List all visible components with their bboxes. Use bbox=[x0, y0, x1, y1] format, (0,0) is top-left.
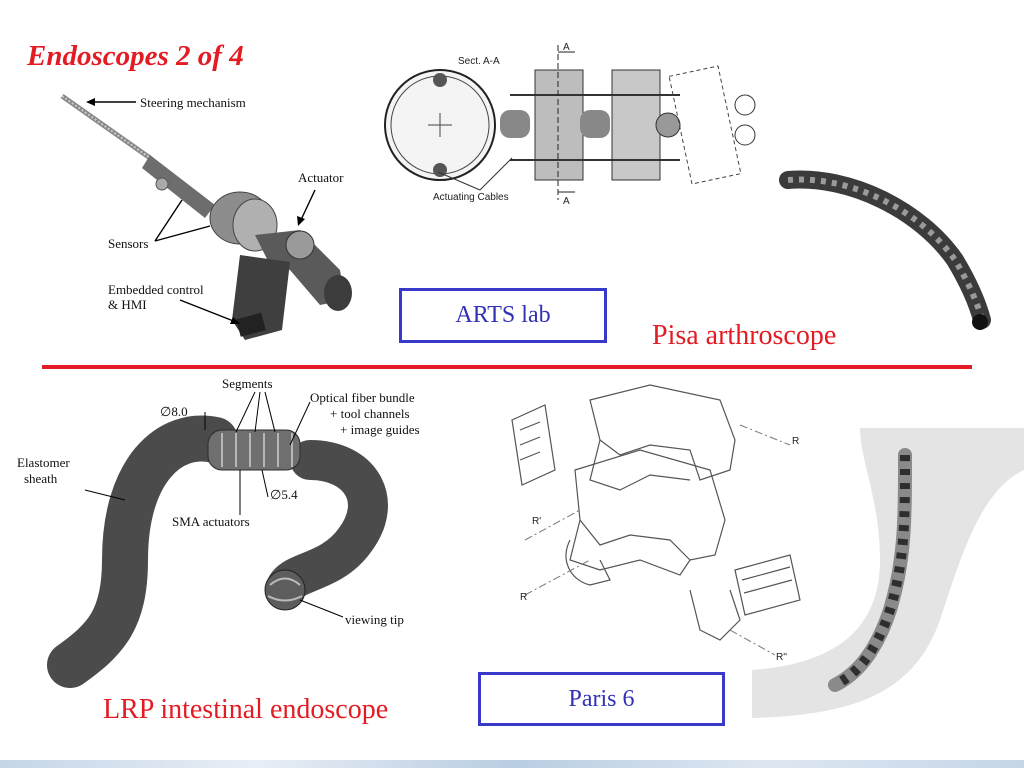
caption-pisa-arthroscope: Pisa arthroscope bbox=[652, 320, 837, 351]
label-tool-channels: + tool channels bbox=[330, 406, 410, 421]
slide-footer-strip bbox=[0, 760, 1024, 768]
label-actuating-cables: Actuating Cables bbox=[433, 192, 509, 203]
label-section-a-top: A bbox=[563, 42, 570, 53]
label-r-prime: R' bbox=[532, 516, 542, 527]
label-section-a-bottom: A bbox=[563, 196, 570, 207]
paris6-label-box: Paris 6 bbox=[478, 672, 725, 726]
label-section-aa: Sect. A-A bbox=[458, 56, 500, 67]
slide-title: Endoscopes 2 of 4 bbox=[27, 40, 244, 72]
label-r-lower: R bbox=[520, 592, 528, 603]
label-viewing-tip: viewing tip bbox=[345, 612, 404, 627]
caption-lrp-endoscope: LRP intestinal endoscope bbox=[103, 694, 389, 725]
label-sma-actuators: SMA actuators bbox=[172, 514, 250, 529]
arts-lab-label-box: ARTS lab bbox=[399, 288, 607, 343]
section-divider bbox=[42, 365, 972, 369]
label-embedded-control: Embedded control bbox=[108, 282, 204, 297]
label-diameter-8: ∅8.0 bbox=[160, 404, 188, 419]
label-r-double-prime: R'' bbox=[776, 652, 788, 663]
label-sheath: sheath bbox=[24, 471, 58, 486]
label-elastomer: Elastomer bbox=[17, 455, 70, 470]
label-segments: Segments bbox=[222, 376, 273, 391]
label-image-guides: + image guides bbox=[340, 422, 420, 437]
label-sensors: Sensors bbox=[108, 236, 149, 251]
label-hmi: & HMI bbox=[108, 297, 147, 312]
label-diameter-5-4: ∅5.4 bbox=[270, 487, 298, 502]
label-steering-mechanism: Steering mechanism bbox=[140, 95, 246, 110]
label-optical-fiber: Optical fiber bundle bbox=[310, 390, 415, 405]
label-actuator: Actuator bbox=[298, 170, 344, 185]
label-r: R bbox=[792, 436, 800, 447]
